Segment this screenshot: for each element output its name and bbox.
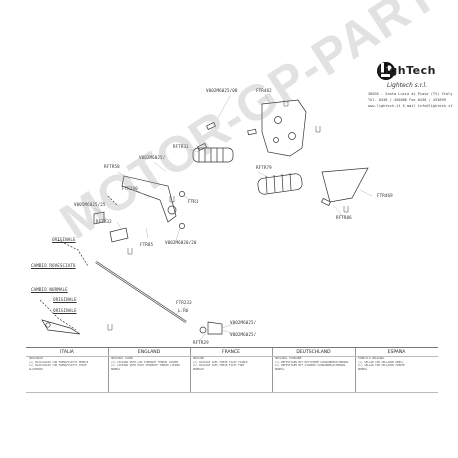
legend-line: (v) BEFESTIGEN MIT MITTLEREM SCHRAUBENSI… xyxy=(275,360,349,364)
legend-body: ORIGINE (v) BLOCAGE AVEC FREIN FILET FAI… xyxy=(193,357,270,371)
brand-name: LighTech xyxy=(377,64,436,77)
legend-line: ORIGINE xyxy=(193,357,204,360)
legend-line: (v) BLOCCAGGIO CON FRENAFILETTI DEBOLE xyxy=(29,360,89,364)
part-label: FTR85 xyxy=(140,242,154,247)
legend-line: ORIGINAL SCREW xyxy=(111,357,133,360)
part-label: V005M6025/25 xyxy=(74,202,106,207)
legend-heading: ITALIA xyxy=(60,350,74,355)
label-reversed-shift: CAMBIO ROVESCIATO xyxy=(31,263,76,268)
legend-line: (v) SELLAR CON SELLADOR DEBIL xyxy=(358,360,404,364)
language-legend-table: ITALIA ORIGINALE (v) BLOCCAGGIO CON FREN… xyxy=(26,347,438,393)
legend-line: ORIGINAL SCHRAUBE xyxy=(275,357,302,360)
legend-column-england: ENGLAND ORIGINAL SCREW (v) LOCKING WITH … xyxy=(108,348,191,393)
part-label: RFTR79 xyxy=(256,165,272,170)
legend-line: (v) LOCKING WITH LOW STRENGHT THREAD LOC… xyxy=(111,360,179,364)
legend-line: (L) BEFESTIGEN MIT STARKER SCHRAUBENSICH… xyxy=(275,364,346,368)
legend-line: TORNILLO ORIGINAL xyxy=(358,357,385,360)
legend-line: NORMAL xyxy=(275,367,285,371)
rearset-plate xyxy=(261,99,307,157)
address-line-2: Tel. 0438 / 450006 Fax 0438 / 453899 xyxy=(368,98,446,102)
heel-plate xyxy=(321,167,369,203)
legend-heading: ESPAÑA xyxy=(387,350,406,355)
part-label: RFTR32 xyxy=(96,219,112,224)
part-label: V002M6025/ xyxy=(230,332,257,337)
legend-body: TORNILLO ORIGINAL (v) SELLAR CON SELLADO… xyxy=(358,357,436,371)
label-originale: ORIGINALE xyxy=(53,297,77,302)
label-originale: ORIGINALE xyxy=(53,308,77,313)
part-label: V002M6020/20 xyxy=(165,240,197,245)
part-label: RFTR86 xyxy=(336,215,352,220)
legend-line: (L) BLOCAGE AVEC FREIN FILET FORT xyxy=(193,364,245,368)
legend-line: NORMAL xyxy=(111,367,121,371)
legend-body: ORIGINALE (v) BLOCCAGGIO CON FRENAFILETT… xyxy=(29,357,106,371)
part-label: RFTR58 xyxy=(104,164,120,169)
legend-line: (L) SELLAR CON SELLADOR FUERTE xyxy=(358,364,405,368)
legend-body: ORIGINAL SCHRAUBE (v) BEFESTIGEN MIT MIT… xyxy=(275,357,353,371)
legend-column-deutschland: DEUTSCHLAND ORIGINAL SCHRAUBE (v) BEFEST… xyxy=(272,348,356,393)
legend-line: ALLUMINIO xyxy=(29,367,44,371)
legend-line: NORMALE xyxy=(193,367,204,371)
part-label: V002M6025/ xyxy=(230,320,257,325)
legend-line: (v) BLOCAGE AVEC FREIN FILET FAIBLE xyxy=(193,360,248,364)
label-normal-shift: CAMBIO NORMALE xyxy=(31,287,68,292)
legend-column-espana: ESPAÑA TORNILLO ORIGINAL (v) SELLAR CON … xyxy=(355,348,438,393)
legend-line: (L) BLOCCAGGIO CON FRENAFILETTI FORTE xyxy=(29,364,87,368)
part-label: RFTR29 xyxy=(193,340,209,345)
legend-heading: DEUTSCHLAND xyxy=(296,350,331,355)
legend-column-italia: ITALIA ORIGINALE (v) BLOCCAGGIO CON FREN… xyxy=(26,348,109,393)
legend-heading: ENGLAND xyxy=(137,350,161,355)
part-label: RFTR31 xyxy=(173,144,189,149)
legend-line: NORMAL xyxy=(358,367,368,371)
part-label: V002M6025/ xyxy=(139,155,166,160)
legend-column-france: FRANCE ORIGINE (v) BLOCAGE AVEC FREIN FI… xyxy=(190,348,273,393)
legend-line: ORIGINALE xyxy=(29,357,44,360)
legend-line: (L) LOCKING WITH HIGH STRENGHT THREAD LO… xyxy=(111,364,180,368)
part-label: FTR482 xyxy=(256,88,272,93)
address-line-3: www.lightech.it E-mail info@lightech.it xyxy=(368,104,453,108)
label-originale: ORIGINALE xyxy=(52,237,76,242)
gear-lever xyxy=(121,175,177,223)
footpeg-lower xyxy=(257,172,303,195)
part-label: L.R6 xyxy=(178,308,189,313)
legend-heading: FRANCE xyxy=(222,350,240,355)
part-label: FTR1 xyxy=(188,199,199,204)
company-name: Lightech s.r.l. xyxy=(387,82,428,89)
part-label: FTR290 xyxy=(122,186,138,191)
part-label: V002M6025/08 xyxy=(206,88,238,93)
part-label: FTR233 xyxy=(176,300,192,305)
part-label: FTR469 xyxy=(377,193,393,198)
legend-body: ORIGINAL SCREW (v) LOCKING WITH LOW STRE… xyxy=(111,357,188,371)
address-line-1: 36035 - Santa Lucia di Piave (TV) Italy xyxy=(368,92,453,96)
